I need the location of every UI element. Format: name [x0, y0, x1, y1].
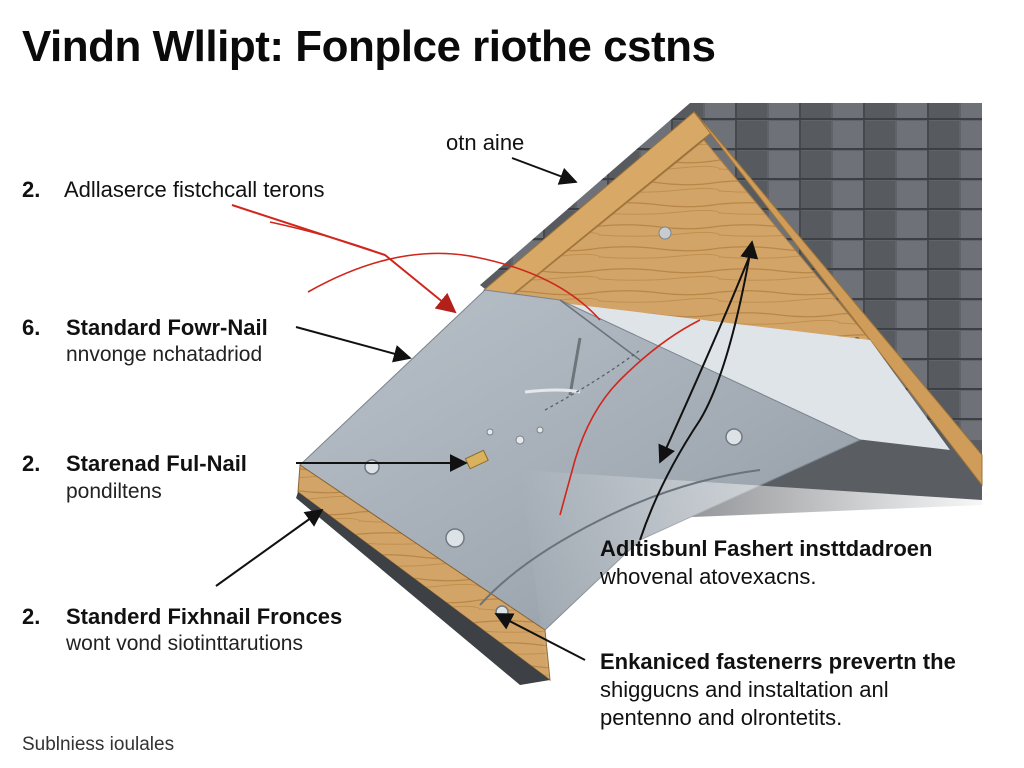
callout-2-subtext: nnvonge nchatadriod	[66, 343, 263, 366]
callout-2-heading: Standard Fowr-Nail	[66, 315, 268, 340]
right-note-enhanced-line2: shiggucns and instaltation anl	[600, 677, 889, 702]
callout-1-heading: Adllaserce fistchcall terons	[64, 177, 325, 202]
callout-3-subtext: pondiltens	[66, 480, 162, 503]
footer-caption: Sublniess ioulales	[22, 734, 175, 755]
deck-bottom-edge	[296, 492, 550, 685]
top-callout-label: otn aine	[446, 130, 525, 155]
right-note-fastener-line1: Adltisbunl Fashert insttdadroen	[600, 536, 933, 561]
callout-4-number: 2.	[22, 604, 41, 629]
right-note-fastener: Adltisbunl Fashert insttdadroen whovenal…	[600, 535, 932, 591]
right-note-fastener-line2: whovenal atovexacns.	[600, 564, 817, 589]
right-note-enhanced-line1: Enkaniced fastenerrs prevertn the	[600, 649, 956, 674]
callout-1-number: 2.	[22, 177, 41, 202]
callout-3-number: 2.	[22, 451, 41, 476]
callout-4-subtext: wont vond siotinttarutions	[66, 632, 303, 655]
fascia-board-right	[693, 111, 983, 487]
callout-4-heading: Standerd Fixhnail Fronces	[66, 604, 343, 629]
callout-3-heading: Starenad Ful-Nail	[66, 451, 247, 476]
right-note-enhanced-line3: pentenno and olrontetits.	[600, 705, 843, 730]
page-title: Vindn Wllipt: Fonplce riothe cstns	[22, 22, 716, 71]
right-note-enhanced: Enkaniced fastenerrs prevertn the shiggu…	[600, 648, 956, 732]
callout-2-number: 6.	[22, 315, 41, 340]
